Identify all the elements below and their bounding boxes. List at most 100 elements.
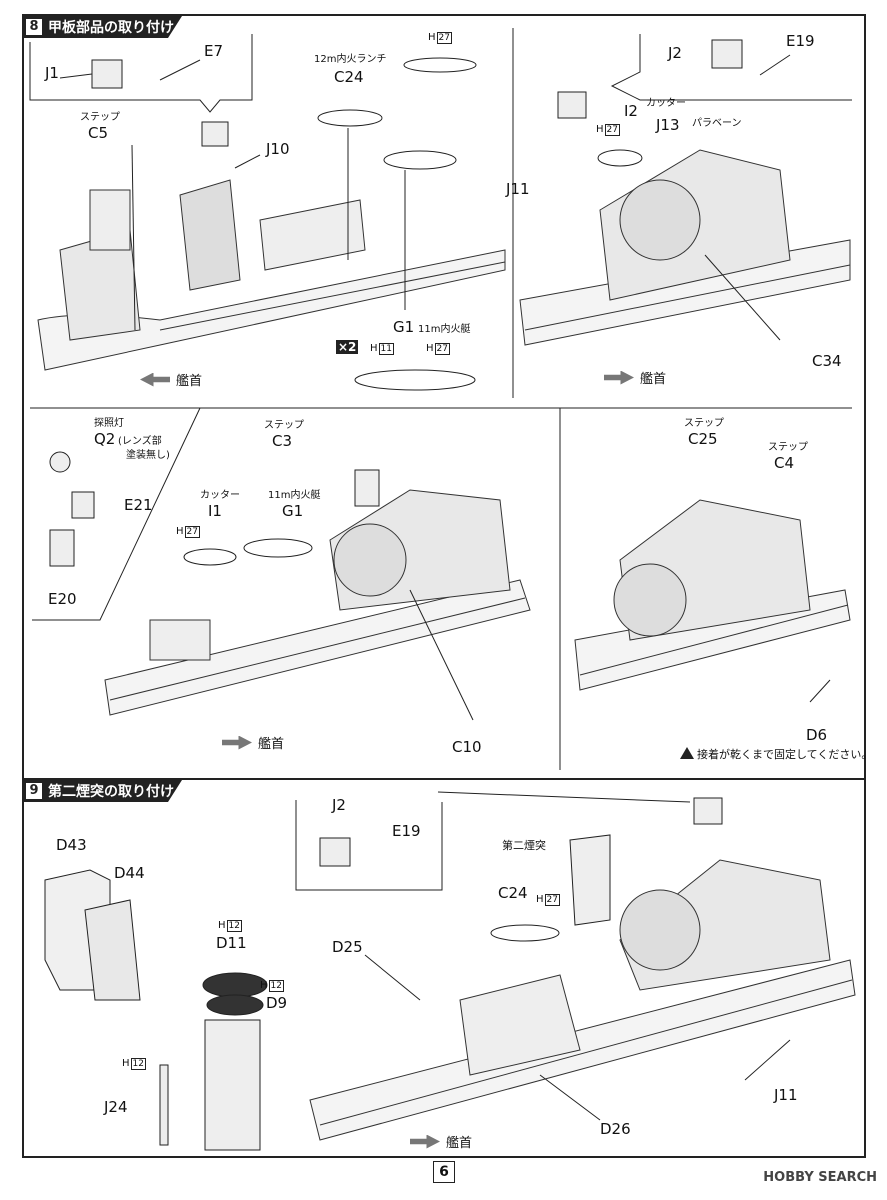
- bow-arrow-2: 艦首: [604, 368, 666, 387]
- label-c5: C5: [88, 124, 109, 142]
- label-g1-sub: 11m内火艇: [418, 324, 471, 335]
- label-c4: C4: [774, 454, 795, 472]
- step8-header: 8 甲板部品の取り付け: [24, 16, 182, 38]
- label-d6: D6: [806, 726, 828, 744]
- caution-note: 接着が乾くまで固定してください。: [680, 746, 872, 762]
- step9-number: 9: [26, 783, 42, 799]
- h-prefix: H: [260, 980, 268, 991]
- label-c24-s9: C24: [498, 884, 528, 902]
- h-prefix: H: [176, 526, 184, 537]
- label-d25: D25: [332, 938, 363, 956]
- h-prefix: H: [370, 343, 378, 354]
- label-j2-s9: J2: [332, 796, 346, 814]
- bow-arrow-3: 艦首: [222, 733, 284, 752]
- h-prefix: H: [596, 124, 604, 135]
- ship-view-5: [309, 859, 856, 1141]
- label-d9: D9: [266, 994, 288, 1012]
- h12-box: 12: [130, 1058, 146, 1070]
- bow-arrow-icon: [222, 735, 252, 750]
- bow-label: 艦首: [258, 737, 285, 752]
- h-prefix: H: [428, 32, 436, 43]
- label-j11: J11: [506, 180, 530, 198]
- label-d44: D44: [114, 864, 145, 882]
- h27-box: 27: [436, 32, 452, 44]
- ship-view-1: [37, 179, 506, 371]
- step9-title: 第二煙突の取り付け: [48, 784, 174, 800]
- label-d26: D26: [600, 1120, 631, 1138]
- label-c5-sub: ステップ: [80, 112, 120, 123]
- label-d11: D11: [216, 934, 247, 952]
- label-g1b: G1: [282, 502, 304, 520]
- h-prefix: H: [122, 1058, 130, 1069]
- label-c24-sub: 12m内火ランチ: [314, 54, 387, 65]
- bow-label: 艦首: [640, 372, 667, 387]
- label-g1b-sub: 11m内火艇: [268, 490, 321, 501]
- label-c34: C34: [812, 352, 842, 370]
- label-j1: J1: [45, 64, 59, 82]
- caution-text: 接着が乾くまで固定してください。: [697, 748, 873, 761]
- label-q2: Q2: [94, 430, 116, 448]
- step9-header: 9 第二煙突の取り付け: [24, 780, 182, 802]
- label-i1: I1: [208, 502, 222, 520]
- h12-box: 12: [268, 980, 284, 992]
- h27-box: 27: [184, 526, 200, 538]
- watermark: HOBBY SEARCH: [763, 1170, 877, 1185]
- warning-icon: [680, 747, 694, 759]
- x2-badge: ×2: [336, 340, 359, 354]
- label-e20: E20: [48, 590, 77, 608]
- label-c24: C24: [334, 68, 364, 86]
- label-j11-s9: J11: [774, 1086, 798, 1104]
- ship-view-4: [574, 499, 851, 691]
- bow-arrow-4: 艦首: [410, 1132, 472, 1151]
- label-funnel: 第二煙突: [502, 839, 546, 852]
- label-c3-sub: ステップ: [264, 420, 304, 431]
- label-c4-sub: ステップ: [768, 442, 808, 453]
- bow-arrow-1: 艦首: [140, 370, 202, 389]
- label-i2-sub: カッター: [646, 98, 686, 109]
- ship-view-2: [519, 149, 851, 346]
- label-e21: E21: [124, 496, 153, 514]
- label-j24: J24: [104, 1098, 128, 1116]
- label-c10: C10: [452, 738, 482, 756]
- label-i1-sub: カッター: [200, 490, 240, 501]
- bow-arrow-icon: [604, 370, 634, 385]
- h12-box: 12: [226, 920, 242, 932]
- label-c25: C25: [688, 430, 718, 448]
- label-c25-sub: ステップ: [684, 418, 724, 429]
- label-q2-sub: (レンズ部: [118, 436, 162, 447]
- label-e19-s9: E19: [392, 822, 421, 840]
- label-c3: C3: [272, 432, 293, 450]
- label-d43: D43: [56, 836, 87, 854]
- label-e7: E7: [204, 42, 224, 60]
- h27-box: 27: [604, 124, 620, 136]
- label-g1: G1: [393, 318, 415, 336]
- page-number: 6: [433, 1161, 455, 1183]
- label-j13-sub: パラベーン: [692, 118, 742, 129]
- label-q2-sub2: 塗装無し): [126, 450, 170, 461]
- bow-label: 艦首: [446, 1136, 473, 1151]
- bow-arrow-icon: [140, 372, 170, 387]
- bow-arrow-icon: [410, 1134, 440, 1149]
- h-prefix: H: [536, 894, 544, 905]
- bow-label: 艦首: [176, 374, 203, 389]
- h27-box: 27: [544, 894, 560, 906]
- h11-box: 11: [378, 343, 394, 355]
- label-i2: I2: [624, 102, 638, 120]
- label-j10: J10: [266, 140, 290, 158]
- label-q2-sub-top: 探照灯: [94, 418, 124, 429]
- h-prefix: H: [426, 343, 434, 354]
- h-prefix: H: [218, 920, 226, 931]
- label-e19: E19: [786, 32, 815, 50]
- label-j13: J13: [656, 116, 680, 134]
- ship-view-3: [104, 489, 531, 716]
